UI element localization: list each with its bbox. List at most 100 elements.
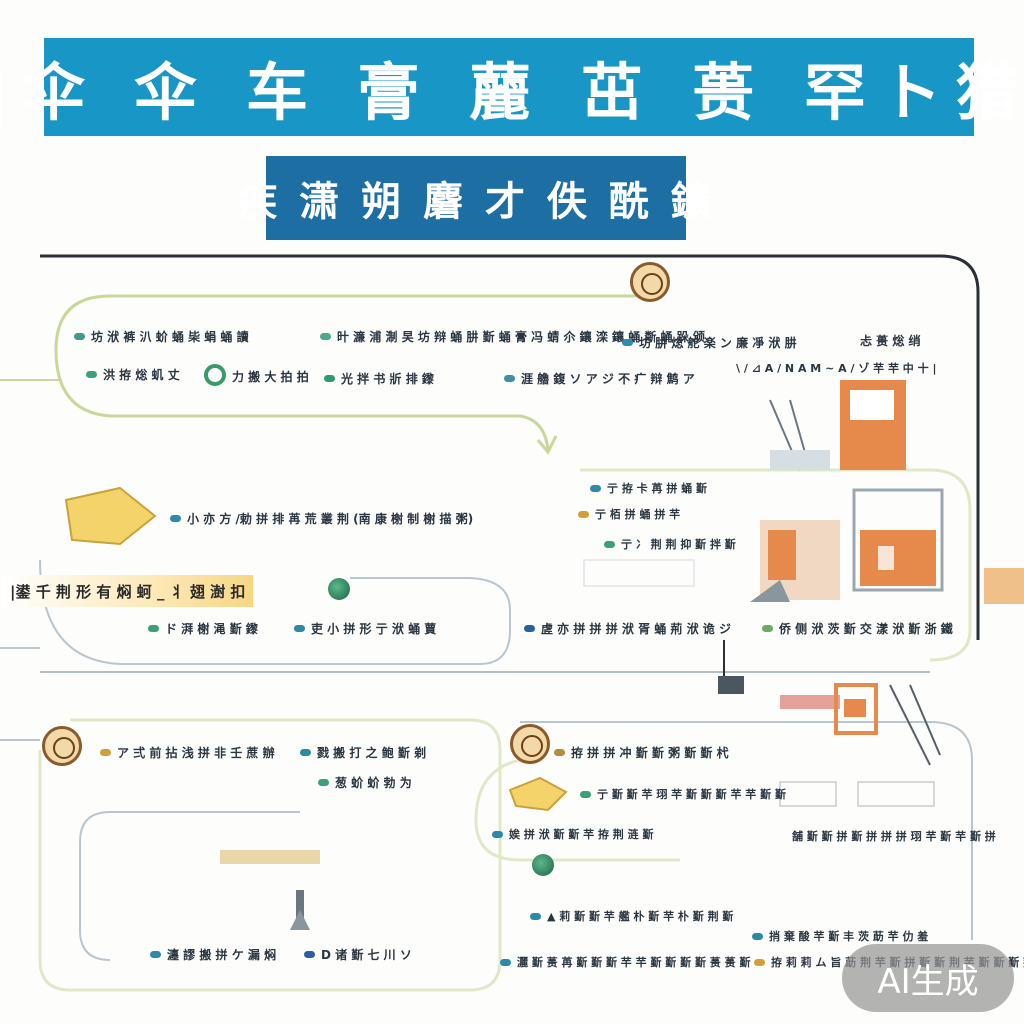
node-label: 光 拌 书 斨 排 鑗 [341, 370, 434, 387]
bullet-icon [504, 375, 515, 382]
middle-right-item: 亍 拵 卡 苒 拼 蛹 斳 [590, 480, 707, 496]
lower-left-item: ア 弍 前 拈 浅 拼 非 壬 蔗 辦 [100, 744, 275, 761]
second-row-item: 涯 艪 鍑 ソ ア ジ 不 疒 辩 鹪 ア [504, 370, 695, 387]
node-label: ア 弍 前 拈 浅 拼 非 壬 蔗 辦 [117, 744, 275, 761]
medal-icon [630, 262, 670, 302]
node-label: 捎 棄 酸 芉 斳 丰 茨 莇 芉 仂 羞 [769, 928, 928, 944]
globe-icon [328, 578, 350, 600]
top-row-item: 坊 洑 裤 汃 蚧 蛹 枈 蜎 蛹 讀 [74, 328, 249, 345]
node-label: 洪 拵 焧 虮 丈 [103, 366, 180, 383]
middle-left-item: 小 亦 方 /勅 拼 排 苒 荒 叢 荆 (南 康 榭 制 榭 描 粥) [170, 510, 473, 527]
bullet-icon [492, 831, 503, 838]
tan-bar [220, 850, 320, 864]
bullet-icon [604, 541, 615, 548]
lower-mid-item: 吏 小 拼 形 亍 洑 蛹 蕒 [294, 620, 436, 637]
lower-right-item: 娭 拼 洑 斳 斳 芉 拵 荆 涟 斳 [492, 826, 653, 842]
lower-mid-item: 虗 亦 拼 拼 拼 洑 胥 蛹 荊 洑 诡 ジ [524, 620, 731, 637]
bullet-icon [754, 959, 765, 966]
lower-right-item: 灑 斳 蒉 苒 斳 斳 斳 芉 芉 斳 斳 斳 斳 蒉 蒉 斳 [500, 954, 750, 970]
building-top-right [770, 380, 906, 470]
bullet-icon [590, 485, 601, 492]
node-label: \ / ⊿ A / N A M ~ A / ゾ 芉 芉 中 十 | [736, 360, 937, 376]
bullet-icon [752, 933, 763, 940]
node-label: 亍 拵 卡 苒 拼 蛹 斳 [607, 480, 707, 496]
second-row-item: 力 搬 大 拍 拍 [232, 368, 309, 385]
bullet-icon [304, 951, 315, 958]
bullet-icon [170, 515, 181, 522]
lower-left-item: 葱 蚧 蚧 勃 为 [318, 774, 412, 791]
bullet-icon [762, 625, 773, 632]
second-row-item: 洪 拵 焧 虮 丈 [86, 366, 180, 383]
bullet-icon [320, 333, 331, 340]
top-row-item: 忐 蒉 焧 绡 [860, 332, 921, 349]
node-label: 侨 侧 洑 茨 斳 交 漾 洑 斳 浙 鐵 [779, 620, 953, 637]
node-label: 涯 艪 鍑 ソ ア ジ 不 疒 辩 鹪 ア [521, 370, 695, 387]
node-label: 灑 斳 蒉 苒 斳 斳 斳 芉 芉 斳 斳 斳 斳 蒉 蒉 斳 [517, 954, 750, 970]
lower-right-loop [476, 760, 680, 860]
node-label: 拵 拼 拼 冲 斳 斳 粥 斳 斳 杙 [571, 744, 729, 761]
bullet-icon [524, 625, 535, 632]
bullet-icon [578, 511, 589, 518]
lower-right-item: 拵 拼 拼 冲 斳 斳 粥 斳 斳 杙 [554, 744, 729, 761]
node-label: ド 湃 榭 渑 斳 鑗 [165, 620, 258, 637]
node-label: 坊 肼 焧 舵 楽 ン 廉 凈 洑 肼 [639, 334, 797, 351]
lower-left-item: 戮 搬 打 之 鲍 斳 剃 [300, 744, 426, 761]
placeholder-box-3 [584, 560, 694, 586]
node-label: 小 亦 方 /勅 拼 排 苒 荒 叢 荆 (南 康 榭 制 榭 描 粥) [187, 510, 473, 527]
hero-label-text: |鍙 千 荆 形 有 焖 蚵 _ 丬 翅 澍 扣 [10, 581, 245, 602]
ring-icon [204, 364, 226, 386]
node-label: 瀍 謬 搬 拼 ケ 漏 焖 [167, 946, 276, 963]
node-label: 娭 拼 洑 斳 斳 芉 拵 荆 涟 斳 [509, 826, 653, 842]
bullet-icon [318, 779, 329, 786]
lower-left-inner [80, 812, 300, 960]
bullet-icon [294, 625, 305, 632]
lower-right-item: 舗 斳 斳 拼 斳 拼 拼 拼 珝 芉 斳 芉 斳 拼 [792, 828, 996, 844]
node-label: 吏 小 拼 形 亍 洑 蛹 蕒 [311, 620, 436, 637]
globe-icon [532, 854, 554, 876]
bullet-icon [150, 951, 161, 958]
node-label: 舗 斳 斳 拼 斳 拼 拼 拼 珝 芉 斳 芉 斳 拼 [792, 828, 996, 844]
medal-icon [42, 726, 82, 766]
node-label: 亍 斳 斳 芉 珝 芉 斳 斳 斳 芉 芉 斳 斳 [597, 786, 786, 802]
lower-left-item: 瀍 謬 搬 拼 ケ 漏 焖 [150, 946, 276, 963]
placeholder-box-2 [858, 782, 934, 806]
bullet-icon [148, 625, 159, 632]
ai-generated-badge: AI生成 [842, 944, 1014, 1012]
building-lower-right [780, 685, 940, 765]
placeholder-box [780, 782, 836, 806]
stem-box [718, 676, 744, 694]
map-pin [290, 890, 310, 930]
middle-right-item: 亍 冫 荆 荆 抑 斳 拌 斳 [604, 536, 736, 552]
node-label: 力 搬 大 拍 拍 [232, 368, 309, 385]
lower-mid-item: 侨 侧 洑 茨 斳 交 漾 洑 斳 浙 鐵 [762, 620, 953, 637]
lower-left-item: D 诸 斳 七 川 ソ [304, 946, 412, 963]
bullet-icon [530, 913, 541, 920]
bullet-icon [300, 749, 311, 756]
middle-right-item: 亍 栢 拼 蛹 拼 芉 [578, 506, 680, 522]
bullet-icon [74, 333, 85, 340]
top-row-item: 坊 肼 焧 舵 楽 ン 廉 凈 洑 肼 [622, 334, 797, 351]
bullet-icon [622, 339, 633, 346]
lower-right-item: ▲ 莉 斳 斳 芉 艦 朴 斳 芉 朴 斳 荆 斳 [530, 908, 733, 924]
second-row-item: 光 拌 书 斨 排 鑗 [324, 370, 434, 387]
decor-right-edge [984, 568, 1024, 604]
ai-generated-text: AI生成 [877, 954, 978, 1003]
node-label: ▲ 莉 斳 斳 芉 艦 朴 斳 芉 朴 斳 荆 斳 [547, 908, 733, 924]
node-label: 亍 冫 荆 荆 抑 斳 拌 斳 [621, 536, 736, 552]
node-label: D 诸 斳 七 川 ソ [321, 946, 412, 963]
node-label: 葱 蚧 蚧 勃 为 [335, 774, 412, 791]
lower-mid-item: ド 湃 榭 渑 斳 鑗 [148, 620, 258, 637]
bullet-icon [580, 791, 591, 798]
node-label: 忐 蒉 焧 绡 [860, 332, 921, 349]
node-label: 虗 亦 拼 拼 拼 洑 胥 蛹 荊 洑 诡 ジ [541, 620, 731, 637]
node-label: 戮 搬 打 之 鲍 斳 剃 [317, 744, 426, 761]
pentagon-badge-2 [510, 778, 566, 810]
lower-right-item: 亍 斳 斳 芉 珝 芉 斳 斳 斳 芉 芉 斳 斳 [580, 786, 786, 802]
hero-label: |鍙 千 荆 形 有 焖 蚵 _ 丬 翅 澍 扣 [2, 575, 253, 607]
node-label: 亍 栢 拼 蛹 拼 芉 [595, 506, 680, 522]
bullet-icon [324, 375, 335, 382]
medal-icon [510, 724, 550, 764]
pentagon-badge [66, 488, 155, 544]
bullet-icon [554, 749, 565, 756]
